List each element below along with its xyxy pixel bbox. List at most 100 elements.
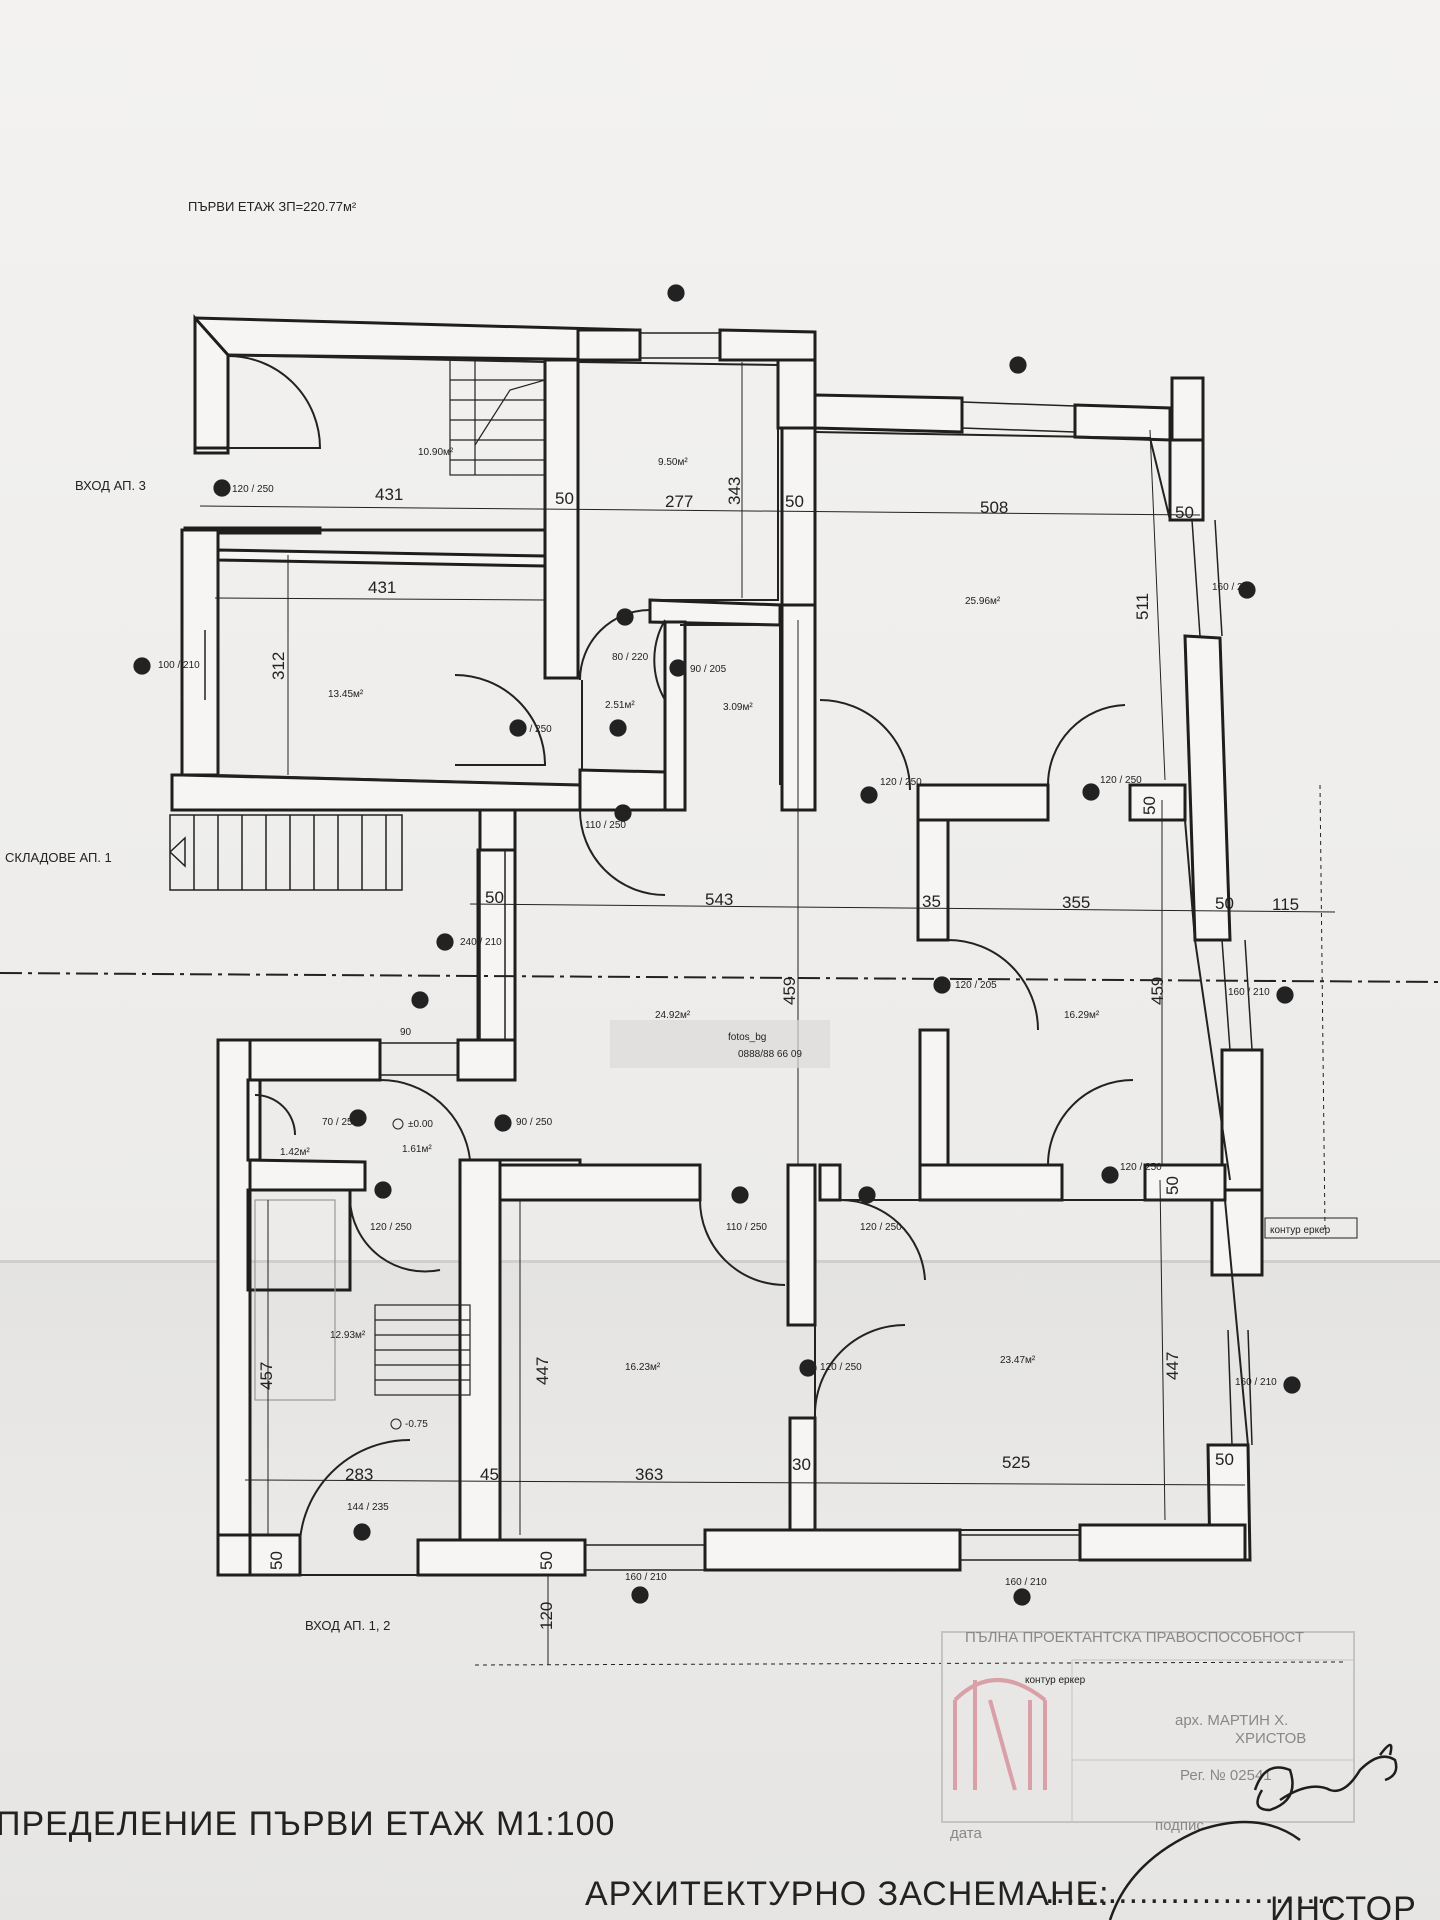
- size-110-250: 110 / 250: [726, 1222, 767, 1233]
- size-160-210: 160 / 210: [1235, 1377, 1277, 1388]
- dim-447: 447: [1163, 1352, 1182, 1380]
- dim-431: 431: [375, 485, 403, 504]
- scale-title: ПРЕДЕЛЕНИЕ ПЪРВИ ЕТАЖ М1:100: [0, 1805, 615, 1843]
- level-minus: -0.75: [405, 1419, 428, 1430]
- entrance-ap3: ВХОД АП. 3: [75, 478, 146, 493]
- tag-b5: Б5: [356, 1528, 369, 1539]
- dim-508: 508: [980, 498, 1008, 517]
- dim-115: 115: [1272, 895, 1299, 914]
- dim-525: 525: [1002, 1453, 1030, 1472]
- room-areas: 10.90м² 9.50м² 25.96м² 13.45м² 2.51м² 3.…: [280, 447, 1100, 1373]
- size-120-210: 90: [400, 1027, 412, 1038]
- room-area: 12.93м²: [330, 1330, 366, 1341]
- tag-b7: Б7: [802, 1364, 815, 1375]
- dim-50: 50: [555, 489, 574, 508]
- room-area: 16.23м²: [625, 1362, 661, 1373]
- size-90-250: 90 / 250: [516, 1117, 553, 1128]
- storage-stairs: [169, 814, 403, 891]
- survey-dots: ............................: [1045, 1873, 1338, 1911]
- tag-p: П: [1018, 1593, 1025, 1604]
- dim-50: 50: [537, 1551, 556, 1570]
- room-area: 9.50м²: [658, 457, 688, 468]
- stamp-bottom: ИНСТОР: [1270, 1890, 1417, 1920]
- level-zero: ±0.00: [408, 1119, 433, 1130]
- entrance-ap12: ВХОД АП. 1, 2: [305, 1618, 390, 1633]
- dim-50: 50: [1175, 503, 1194, 522]
- stamp-contour: контур еркер: [1025, 1675, 1086, 1686]
- size-240-210: 240 / 210: [460, 937, 502, 948]
- tag-b5: Б5: [617, 809, 630, 820]
- tag-b4: Б4: [673, 664, 686, 675]
- dim-50: 50: [1215, 894, 1234, 913]
- stamp-logo-icon: [953, 1678, 1047, 1791]
- opening-tags: [133, 284, 1301, 1606]
- dim-45: 45: [480, 1465, 499, 1484]
- stamp-surname: ХРИСТОВ: [1235, 1730, 1306, 1747]
- staircase-bottom-steps: [254, 1199, 471, 1401]
- room-area: 24.92м²: [655, 1010, 691, 1021]
- room-area: 25.96м²: [965, 596, 1001, 607]
- room-area: 1.61м²: [402, 1144, 432, 1155]
- stamp-header: ПЪЛНА ПРОЕКТАНТСКА ПРАВОСПОСОБНОСТ: [965, 1629, 1304, 1646]
- size-160-210: 160 / 210: [625, 1572, 667, 1583]
- dim-35: 35: [922, 892, 941, 911]
- watermark-line2: 0888/88 66 09: [738, 1049, 802, 1060]
- tag-b7: Б7: [377, 1186, 390, 1197]
- dim-30: 30: [792, 1455, 811, 1474]
- watermark-line1: fotos_bg: [728, 1032, 766, 1043]
- size-120-250: 120 / 250: [1100, 775, 1142, 786]
- size-120-250: 120 / 250: [232, 484, 274, 495]
- floor-title: ПЪРВИ ЕТАЖ ЗП=220.77м²: [188, 199, 357, 214]
- dim-50: 50: [785, 492, 804, 511]
- size-120-250: 120 / 250: [510, 724, 552, 735]
- dim-543: 543: [705, 890, 733, 909]
- contour-label: контур еркер: [1270, 1225, 1331, 1236]
- entrance-storage: СКЛАДОВЕ АП. 1: [5, 850, 112, 865]
- opening-tag-labels: Б7 Б7 Б4 Б4 Б5 Б7 Б7 Б7 Б7 Б2 Б4 Б7 Б5 Б…: [138, 289, 1295, 1604]
- tag-p: П: [138, 662, 145, 673]
- stamp-date: дата: [950, 1825, 982, 1842]
- dim-277: 277: [665, 492, 693, 511]
- signature: [1108, 1743, 1398, 1920]
- room-area: 1.42м²: [280, 1147, 310, 1158]
- tag-p: П: [1014, 361, 1021, 372]
- contour-box: [1264, 1217, 1358, 1239]
- tag-p: П: [1288, 1381, 1295, 1392]
- dim-120: 120: [537, 1602, 556, 1630]
- dim-50: 50: [1140, 796, 1159, 815]
- tag-b2: Б2: [352, 1114, 365, 1125]
- size-70-250: 70 / 250: [322, 1117, 359, 1128]
- dim-50: 50: [1215, 1450, 1234, 1469]
- tag-p: П: [1243, 586, 1250, 597]
- stamp-sign: подпис: [1155, 1817, 1204, 1834]
- dimension-labels: 431 50 277 50 508 343 50 431 312 511 50 …: [257, 477, 1299, 1630]
- size-120-250: 120 / 250: [820, 1362, 862, 1373]
- dim-459: 459: [1148, 977, 1167, 1005]
- tag-b7: Б7: [936, 981, 949, 992]
- tag-b4: Б4: [619, 613, 632, 624]
- size-160-210: 160 / 210: [1212, 582, 1254, 593]
- dim-50: 50: [267, 1551, 286, 1570]
- tag-b7: Б7: [612, 724, 625, 735]
- tag-p: П: [672, 289, 679, 300]
- dim-431: 431: [368, 578, 396, 597]
- opening-sizes: 120 / 250 100 / 210 80 / 220 90 / 205 12…: [158, 484, 1277, 1588]
- tag-b7: Б7: [216, 484, 229, 495]
- axis-line: [0, 972, 1440, 983]
- size-120-250: 120 / 250: [860, 1222, 902, 1233]
- room-outlines: [217, 354, 1249, 1576]
- paper-fold: [0, 1260, 1440, 1263]
- size-120-250: 120 / 250: [880, 777, 922, 788]
- tag-b7: Б7: [861, 1191, 874, 1202]
- survey-title: АРХИТЕКТУРНО ЗАСНЕМАНЕ:: [585, 1875, 1110, 1913]
- door-swings: [227, 355, 1134, 1541]
- dim-283: 283: [345, 1465, 373, 1484]
- dim-363: 363: [635, 1465, 663, 1484]
- size-120-250: 120 / 250: [1120, 1162, 1162, 1173]
- tag-b7: Б7: [863, 791, 876, 802]
- level-marks: ±0.00 -0.75: [390, 1118, 433, 1430]
- windows: [181, 332, 1253, 1571]
- size-110-250: 110 / 250: [585, 820, 626, 831]
- stamp-name: арх. МАРТИН Х.: [1175, 1712, 1288, 1729]
- room-area: 3.09м²: [723, 702, 753, 713]
